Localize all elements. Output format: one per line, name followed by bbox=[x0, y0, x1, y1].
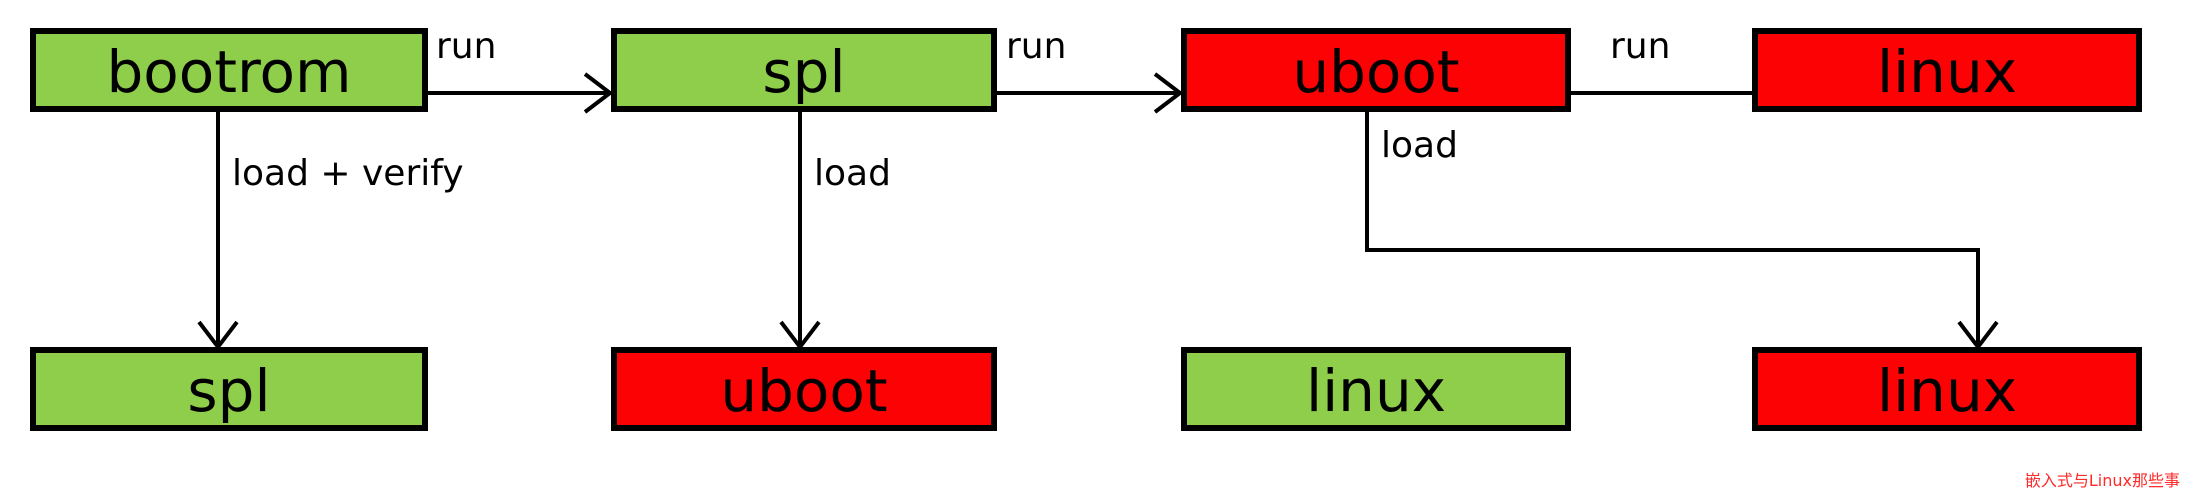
node-label: bootrom bbox=[106, 38, 351, 106]
edge-label: load bbox=[814, 153, 891, 194]
edge-uboot-run-linux: run bbox=[1568, 26, 1755, 95]
edge-bootrom-run-spl: run bbox=[425, 26, 614, 114]
node-spl-bottom[interactable]: spl bbox=[30, 347, 428, 431]
node-linux-bottom-left[interactable]: linux bbox=[1181, 347, 1571, 431]
node-label: spl bbox=[187, 357, 270, 425]
edge-uboot-load-linux: load bbox=[1365, 109, 1999, 351]
node-uboot-top[interactable]: uboot bbox=[1181, 28, 1571, 112]
arrowhead-icon bbox=[583, 72, 614, 114]
node-box[interactable] bbox=[1181, 347, 1571, 431]
node-box[interactable] bbox=[1752, 347, 2142, 431]
edge-label: run bbox=[1610, 26, 1670, 67]
node-box[interactable] bbox=[1181, 28, 1571, 112]
node-box[interactable] bbox=[30, 347, 428, 431]
node-linux-top[interactable]: linux bbox=[1752, 28, 2142, 112]
watermark: 嵌入式与Linux那些事 bbox=[2024, 471, 2180, 490]
edge-spl-load-uboot: load bbox=[779, 109, 891, 351]
edge-label: run bbox=[436, 26, 496, 67]
node-label: uboot bbox=[720, 357, 887, 425]
node-box[interactable] bbox=[30, 28, 428, 112]
node-label: linux bbox=[1877, 357, 2017, 425]
node-box[interactable] bbox=[1752, 28, 2142, 112]
node-label: uboot bbox=[1292, 38, 1459, 106]
edge-spl-run-uboot: run bbox=[994, 26, 1184, 114]
node-uboot-bottom[interactable]: uboot bbox=[611, 347, 997, 431]
node-spl-top[interactable]: spl bbox=[611, 28, 997, 112]
node-bootrom-top[interactable]: bootrom bbox=[30, 28, 428, 112]
node-linux-bottom-right[interactable]: linux bbox=[1752, 347, 2142, 431]
node-box[interactable] bbox=[611, 347, 997, 431]
node-label: linux bbox=[1877, 38, 2017, 106]
edge-bootrom-load-spl: load + verify bbox=[197, 109, 464, 351]
node-label: linux bbox=[1306, 357, 1446, 425]
edge-label: load bbox=[1381, 125, 1458, 166]
edge-line bbox=[1365, 109, 1980, 344]
node-label: spl bbox=[762, 38, 845, 106]
arrowhead-icon bbox=[1153, 72, 1184, 114]
edge-label: load + verify bbox=[232, 153, 464, 194]
node-box[interactable] bbox=[611, 28, 997, 112]
edge-label: run bbox=[1006, 26, 1066, 67]
